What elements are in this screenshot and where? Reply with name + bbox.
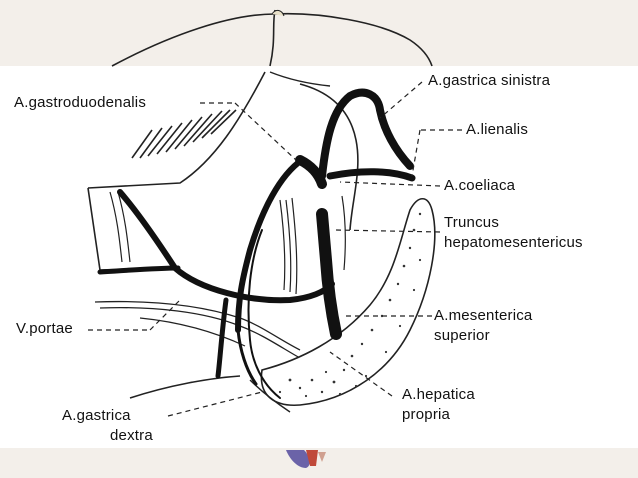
thin-vessels <box>279 195 346 295</box>
label-gastrica-sinistra: A.gastrica sinistra <box>428 72 551 89</box>
pancreas-stipple <box>278 212 422 398</box>
stomach-curve <box>299 83 359 231</box>
leader-lines <box>88 81 462 417</box>
label-propria: propria <box>402 406 451 423</box>
label-hepatomesentericus: hepatomesentericus <box>444 234 583 251</box>
fissure-line <box>269 9 276 67</box>
a-mesenterica-superior <box>215 297 229 379</box>
a-hepatica-communis <box>235 157 305 333</box>
label-gastrica-dextra-1: A.gastrica <box>62 407 131 424</box>
portal-vein <box>94 300 301 351</box>
label-coeliaca: A.coeliaca <box>444 177 516 194</box>
hatching-left <box>131 109 237 159</box>
label-superior: superior <box>434 327 490 344</box>
arteries <box>97 88 416 399</box>
a-gastroduodenalis <box>117 189 335 304</box>
a-coeliaca <box>295 155 327 189</box>
a-truncus-hepatomesentericus <box>316 208 342 340</box>
label-gastrica-dextra-2: dextra <box>110 427 153 444</box>
a-gastrica-dextra <box>247 229 281 399</box>
a-hepatica-propria <box>236 328 258 386</box>
bottom-fragment <box>286 450 326 468</box>
pancreas-outline <box>260 197 436 406</box>
label-gastroduodenalis: A.gastroduodenalis <box>14 94 147 111</box>
label-hepatica: A.hepatica <box>402 386 475 403</box>
stomach-outline-top <box>111 12 433 67</box>
liver-outline <box>87 71 266 189</box>
label-lienalis: A.lienalis <box>466 121 529 138</box>
label-mesenterica: A.mesenterica <box>434 307 533 324</box>
top-margin <box>0 0 638 66</box>
a-gastrica-sinistra <box>318 88 414 180</box>
a-lienalis <box>326 168 416 182</box>
label-v-portae: V.portae <box>16 320 73 337</box>
label-truncus: Truncus <box>444 214 500 231</box>
